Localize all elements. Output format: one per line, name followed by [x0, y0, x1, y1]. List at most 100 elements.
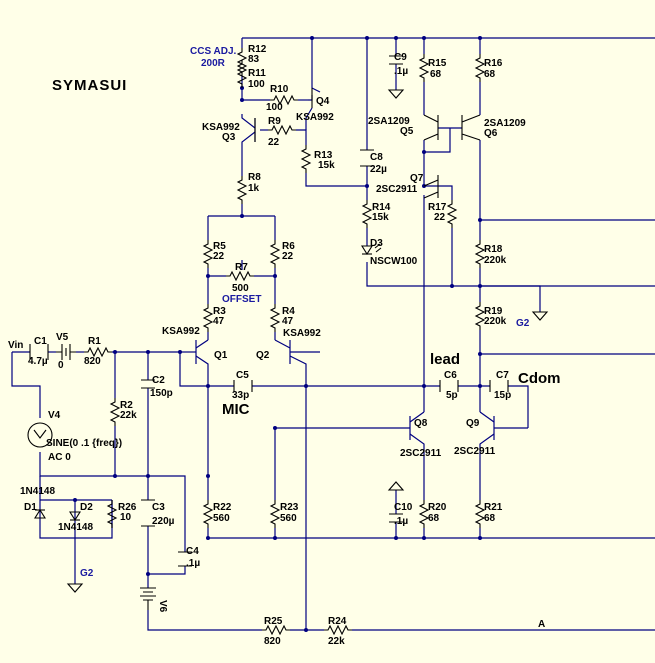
r20-label: R20 — [428, 502, 447, 513]
c4-value: .1µ — [186, 558, 200, 569]
ccs-adj-annotation: CCS ADJ. — [190, 46, 237, 57]
mic-annotation: MIC — [222, 401, 250, 418]
q6-label: Q6 — [484, 128, 498, 139]
v4-sine: SINE(0 .1 {freq}) — [46, 438, 122, 449]
r7-label: R7 — [235, 262, 248, 273]
r3-label: R3 — [213, 306, 226, 317]
grounds — [66, 89, 549, 593]
r9-value: 22 — [268, 137, 280, 148]
title: SYMASUI — [52, 77, 127, 94]
c2-value: 150p — [150, 388, 173, 399]
d3-label: D3 — [370, 238, 383, 249]
r26-value: 10 — [120, 512, 132, 523]
q3-label: Q3 — [222, 132, 236, 143]
c5-value: 33p — [232, 390, 249, 401]
r12-value: 83 — [248, 54, 260, 65]
d1-label: D1 — [24, 502, 37, 513]
r21-label: R21 — [484, 502, 503, 513]
lead-annotation: lead — [430, 351, 460, 368]
c10-label: C10 — [394, 502, 413, 513]
r24-label: R24 — [328, 616, 347, 627]
q6-type: 2SA1209 — [484, 118, 526, 129]
q1-label: Q1 — [214, 350, 228, 361]
r23-label: R23 — [280, 502, 299, 513]
r4-label: R4 — [282, 306, 295, 317]
q1-type: KSA992 — [162, 326, 200, 337]
v6-label: V6 — [157, 600, 168, 613]
q5-label: Q5 — [400, 126, 414, 137]
diodes — [34, 243, 382, 522]
r25-value: 820 — [264, 636, 281, 647]
r24-value: 22k — [328, 636, 345, 647]
junctions — [73, 36, 482, 632]
cdom-annotation: Cdom — [518, 370, 561, 387]
r20-value: 68 — [428, 513, 440, 524]
q9-label: Q9 — [466, 418, 480, 429]
r3-value: 47 — [213, 316, 225, 327]
r25-label: R25 — [264, 616, 283, 627]
q7-label: Q7 — [410, 173, 424, 184]
r11-value: 100 — [248, 79, 265, 90]
q8-type: 2SC2911 — [400, 448, 442, 459]
r1-value: 820 — [84, 356, 101, 367]
q7-type: 2SC2911 — [376, 184, 418, 195]
v5-label: V5 — [56, 332, 69, 343]
d1-part: 1N4148 — [20, 486, 55, 497]
q9-type: 2SC2911 — [454, 446, 496, 457]
r2-label: R2 — [120, 400, 133, 411]
c9-value: .1µ — [394, 66, 408, 77]
q5-type: 2SA1209 — [368, 116, 410, 127]
r15-value: 68 — [430, 69, 442, 80]
r11-label: R11 — [248, 68, 266, 79]
g2-top-label: G2 — [516, 318, 530, 329]
r5-value: 22 — [213, 251, 225, 262]
sources — [27, 344, 156, 610]
q4-label: Q4 — [316, 96, 330, 107]
c3-value: 220µ — [152, 516, 175, 527]
r18-label: R18 — [484, 244, 503, 255]
d2-part: 1N4148 — [58, 522, 93, 533]
vin-label: Vin — [8, 340, 23, 351]
r19-value: 220k — [484, 316, 507, 327]
c7-value: 15p — [494, 390, 511, 401]
c8-label: C8 — [370, 152, 383, 163]
c1-label: C1 — [34, 336, 47, 347]
transistors — [254, 88, 481, 199]
r16-label: R16 — [484, 58, 503, 69]
c10-value: .1µ — [394, 516, 408, 527]
r12-label: R12 — [248, 44, 267, 55]
c9-label: C9 — [394, 52, 407, 63]
d3-type: NSCW100 — [370, 256, 418, 267]
r7-value: 500 — [232, 283, 249, 294]
q3-type: KSA992 — [202, 122, 240, 133]
r13-value: 15k — [318, 160, 335, 171]
c6-label: C6 — [444, 370, 457, 381]
c4-label: C4 — [186, 546, 199, 557]
r5-label: R5 — [213, 241, 226, 252]
r6-value: 22 — [282, 251, 294, 262]
c2-label: C2 — [152, 375, 165, 386]
r10-value: 100 — [266, 102, 283, 113]
r17-value: 22 — [434, 212, 446, 223]
c3-label: C3 — [152, 502, 165, 513]
r14-label: R14 — [372, 202, 391, 213]
r13-label: R13 — [314, 150, 333, 161]
q8-label: Q8 — [414, 418, 428, 429]
r18-value: 220k — [484, 255, 507, 266]
capacitors — [29, 55, 509, 567]
r8-value: 1k — [248, 183, 260, 194]
c8-value: 22µ — [370, 164, 387, 175]
c1-value: 4.7µ — [28, 356, 48, 367]
r1-label: R1 — [88, 336, 101, 347]
r22-label: R22 — [213, 502, 232, 513]
r9-label: R9 — [268, 116, 281, 127]
v4-ac: AC 0 — [48, 452, 71, 463]
net-a-label: A — [538, 619, 545, 630]
q2-type: KSA992 — [283, 328, 321, 339]
r19-label: R19 — [484, 306, 503, 317]
r8-label: R8 — [248, 172, 261, 183]
r23-value: 560 — [280, 513, 297, 524]
offset-annotation: OFFSET — [222, 294, 261, 305]
r21-value: 68 — [484, 513, 496, 524]
